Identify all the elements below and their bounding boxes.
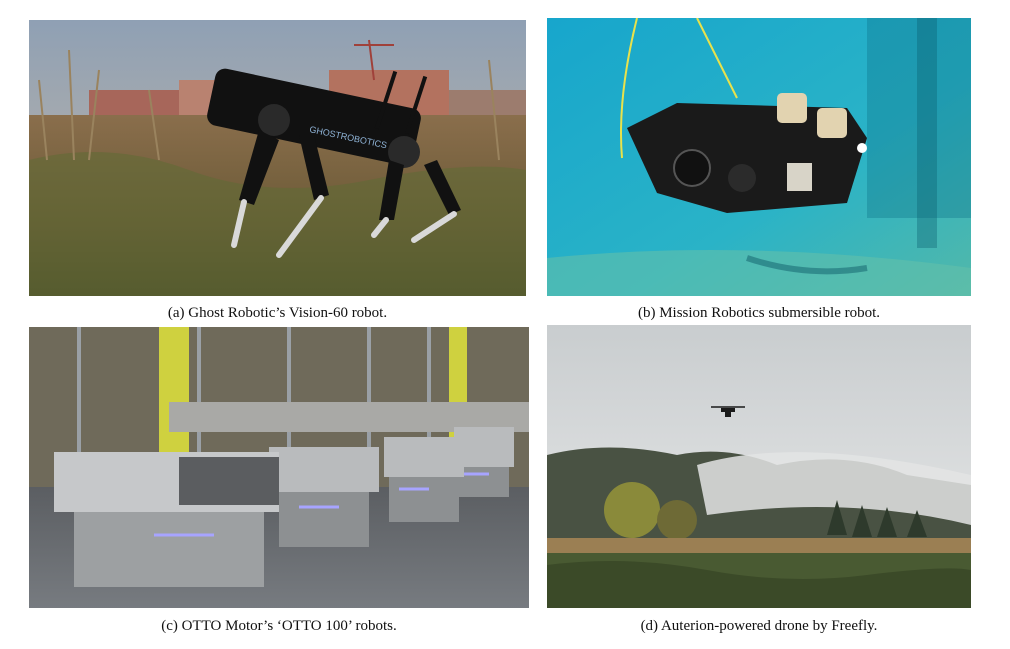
panel-c-image <box>29 327 529 608</box>
underwater-robot-photo <box>547 18 971 296</box>
caption-d: (d) Auterion-powered drone by Freefly. <box>640 618 878 634</box>
drone-photo <box>547 325 971 608</box>
panel-a-image: GHOSTROBOTICS <box>29 20 526 296</box>
drone-icon <box>711 406 745 417</box>
caption-a: (a) Ghost Robotic’s Vision-60 robot. <box>167 305 388 321</box>
panel-d-image <box>547 325 971 608</box>
quadruped-robot-photo: GHOSTROBOTICS <box>29 20 526 296</box>
caption-b: (b) Mission Robotics submersible robot. <box>637 305 881 321</box>
panel-b-image <box>547 18 971 296</box>
warehouse-robots-photo <box>29 327 529 608</box>
caption-c: (c) OTTO Motor’s ‘OTTO 100’ robots. <box>161 618 397 634</box>
